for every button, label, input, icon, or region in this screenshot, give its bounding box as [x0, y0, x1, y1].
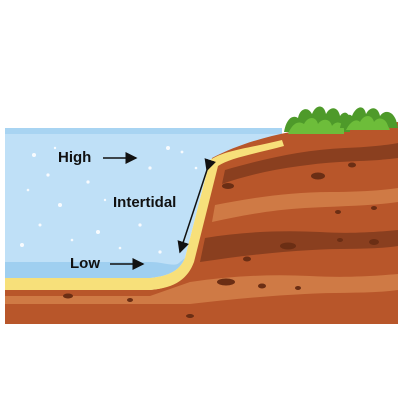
intertidal-range-arrow	[177, 158, 216, 254]
soil-stratum-4	[5, 274, 398, 304]
grass-clumps	[284, 106, 398, 134]
sea-water	[5, 128, 280, 278]
sea-surface-band	[5, 128, 282, 134]
soil-rocks	[63, 162, 379, 318]
soil-stratum-3	[200, 230, 398, 262]
low-tide-label: Low	[70, 255, 100, 272]
high-tide-label: High	[58, 149, 92, 166]
intertidal-zone-label: Intertidal	[113, 194, 177, 211]
soil-stratum-1	[222, 143, 398, 184]
soil-stratum-2	[212, 188, 398, 222]
